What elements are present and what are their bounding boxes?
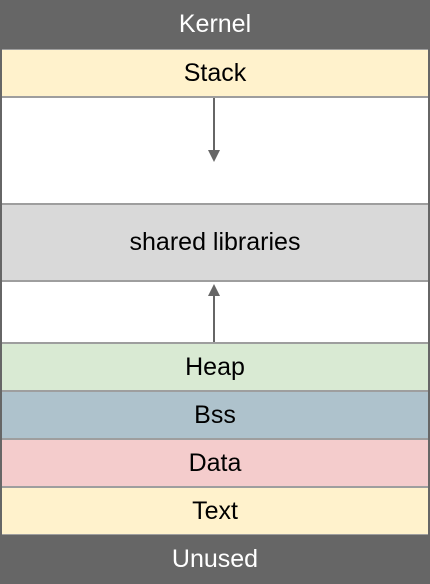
unused-label: Unused (171, 545, 259, 573)
heap-segment: Heap (2, 343, 428, 391)
stack-growth-arrow-down-icon (208, 98, 220, 162)
kernel-label: Kernel (178, 10, 252, 38)
stack-segment: Stack (2, 49, 428, 97)
bss-segment: Bss (2, 391, 428, 439)
stack-label: Stack (183, 58, 247, 87)
shared-libraries-label: shared libraries (129, 228, 301, 256)
shared-libraries-segment: shared libraries (2, 204, 428, 281)
heap-label: Heap (185, 352, 245, 381)
data-segment: Data (2, 439, 428, 487)
data-label: Data (188, 448, 242, 477)
kernel-segment: Kernel (0, 0, 430, 49)
heap-growth-arrow-up-icon (208, 284, 220, 342)
unused-segment: Unused (0, 535, 430, 584)
text-label: Text (192, 496, 238, 525)
text-segment: Text (2, 487, 428, 535)
bss-label: Bss (194, 400, 236, 429)
